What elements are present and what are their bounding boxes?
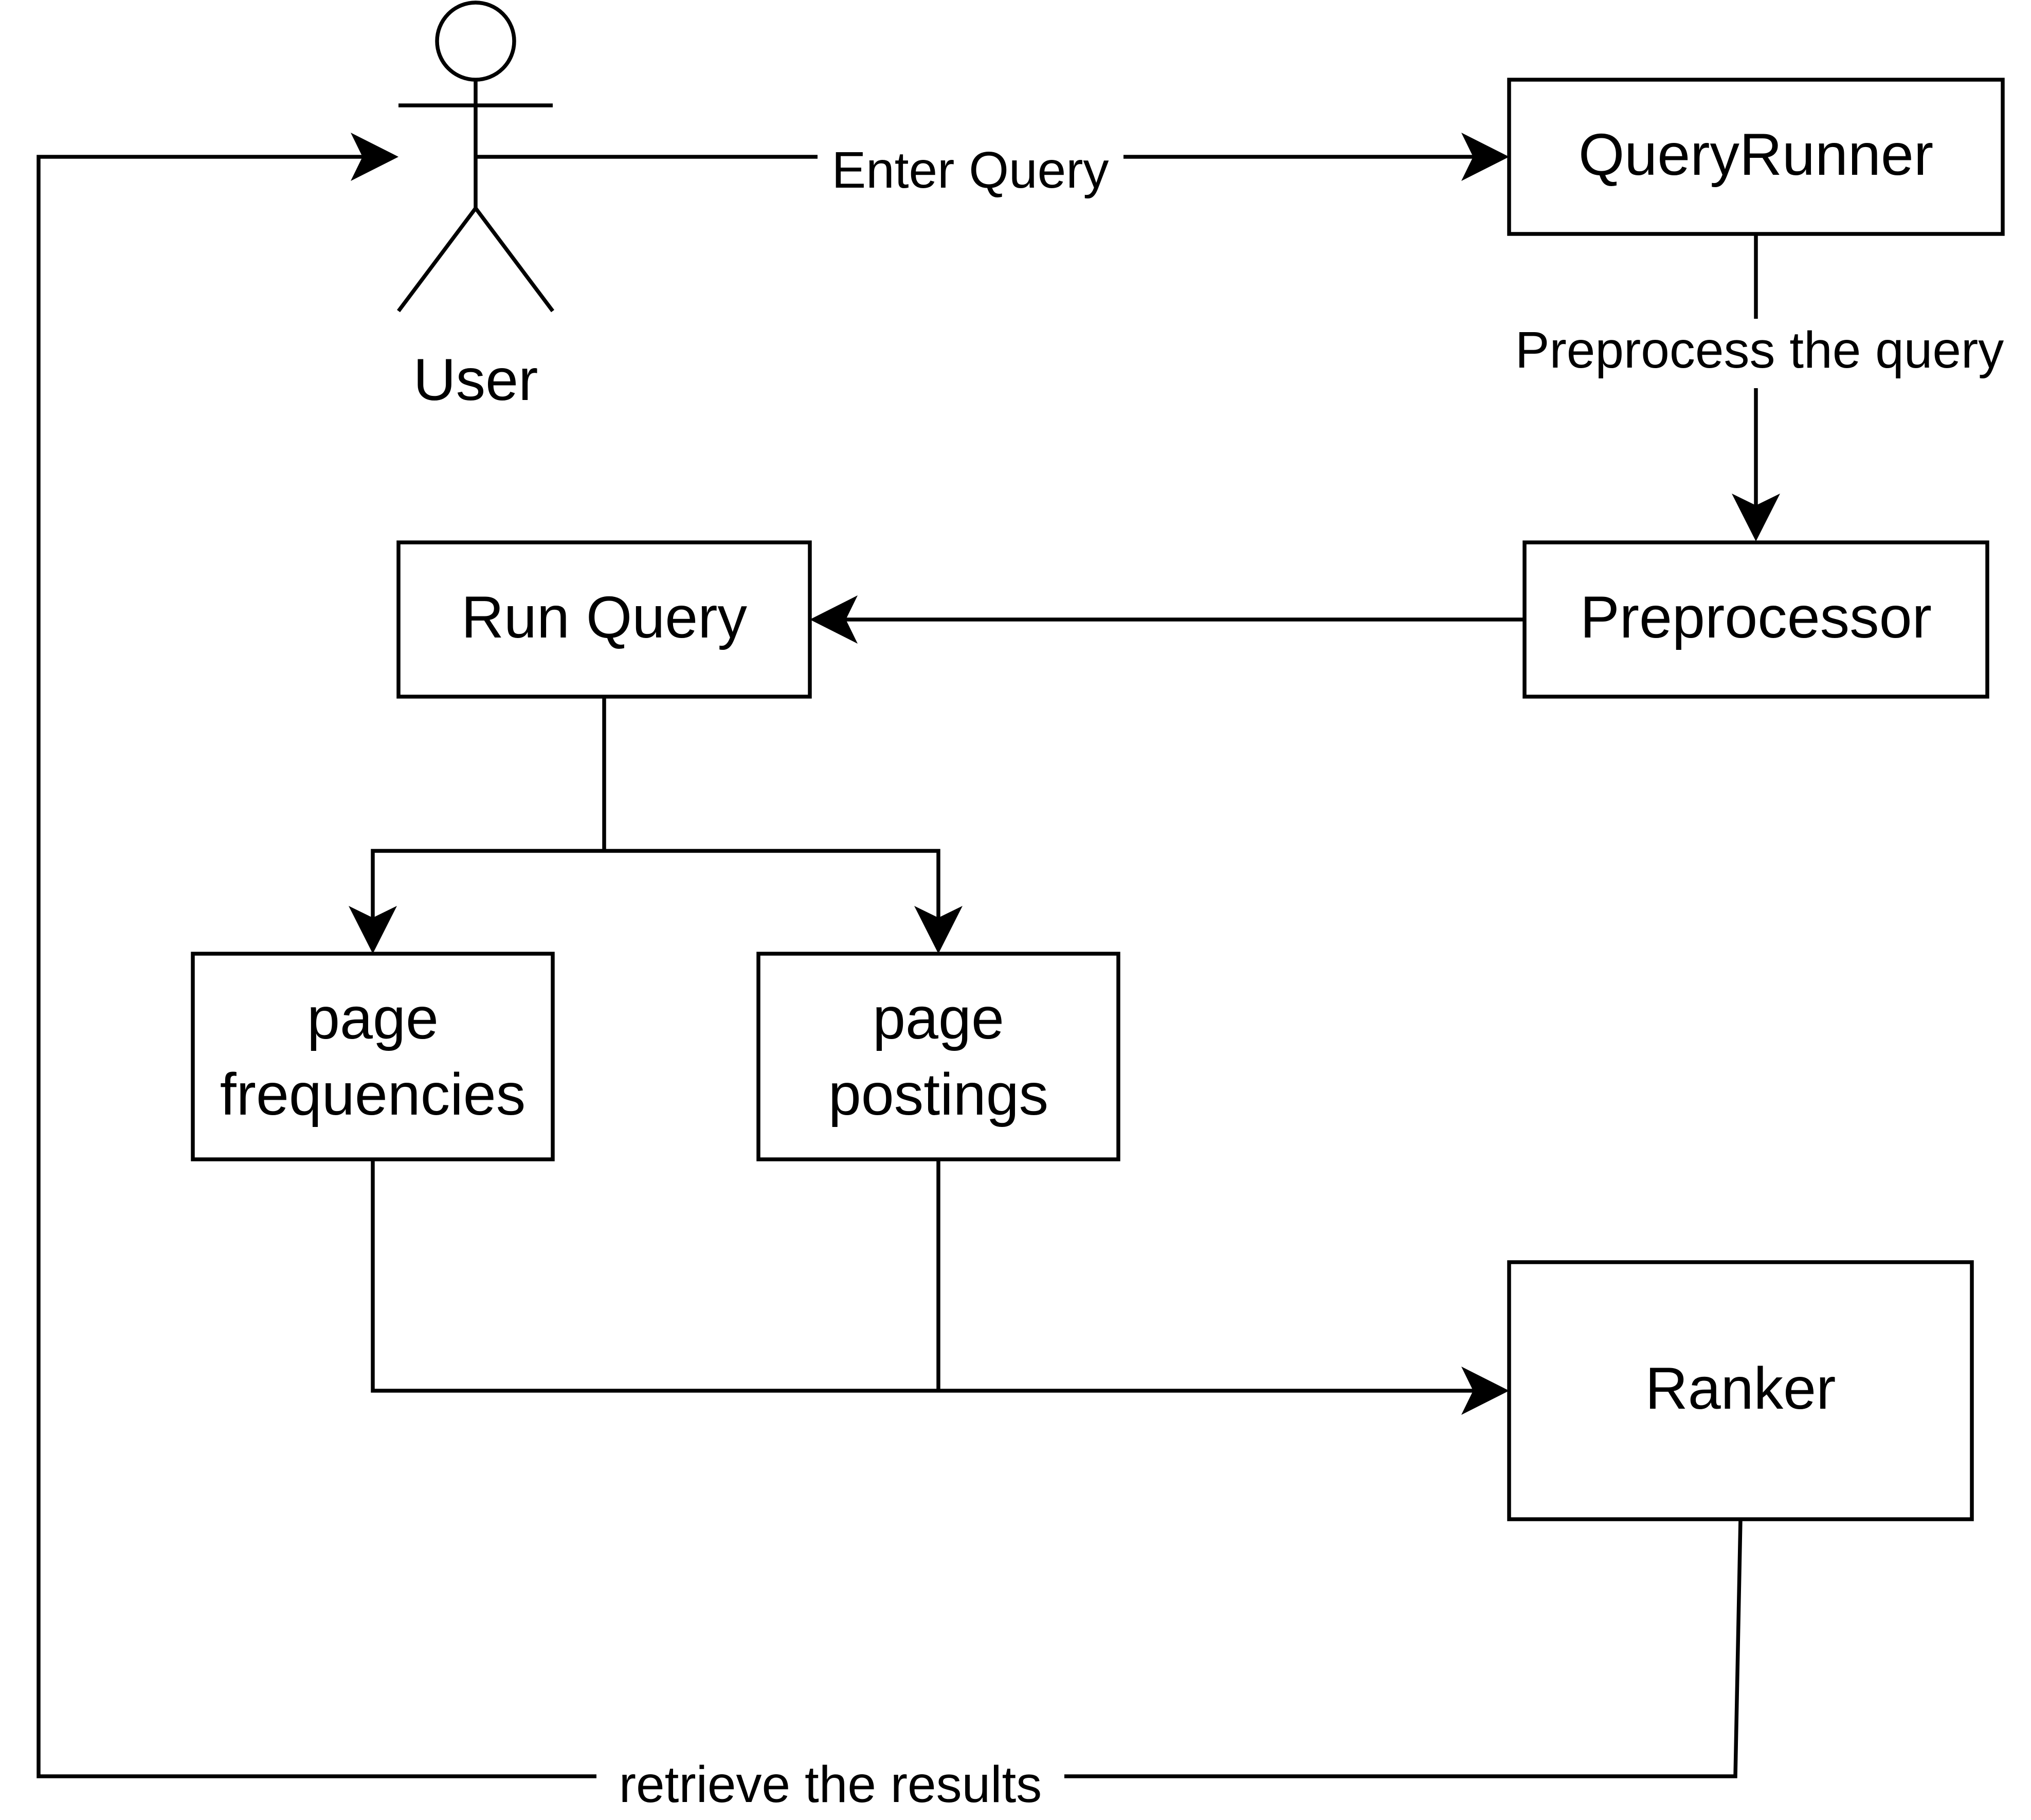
page-frequencies-label-line-1: page <box>307 986 439 1051</box>
queryrunner-box <box>1507 78 2005 236</box>
edge-retrieve-results <box>37 155 1743 1778</box>
enter-query-label: Enter Query <box>831 141 1109 199</box>
page-postings-box <box>756 952 1120 1161</box>
page-postings-label-line-1: page <box>873 986 1004 1051</box>
preprocess-query-label: Preprocess the query <box>1515 321 2004 379</box>
node-preprocessor: Preprocessor <box>1522 540 1989 699</box>
enter-query-label-bg <box>818 126 1123 195</box>
arrowhead-to-page-frequencies <box>349 906 397 954</box>
arrowhead-to-preprocessor <box>1732 494 1780 541</box>
page-frequencies-box <box>191 952 555 1161</box>
queryrunner-label: QueryRunner <box>1579 122 1933 188</box>
node-page-postings: page postings <box>756 952 1120 1161</box>
page-postings-label-line-2: postings <box>828 1062 1048 1127</box>
actor-label: User <box>413 347 538 413</box>
run-query-box <box>396 540 812 699</box>
node-ranker: Ranker <box>1507 1260 1974 1521</box>
preprocess-label-bg <box>1491 319 2031 388</box>
retrieve-label-bg <box>596 1751 1064 1815</box>
actor-left-leg <box>397 207 477 313</box>
edge-split-horizontal <box>371 849 940 945</box>
actor-right-leg <box>474 207 554 313</box>
arrowhead-to-user <box>351 133 398 181</box>
node-page-frequencies: page frequencies <box>191 952 555 1161</box>
retrieve-results-label: retrieve the results <box>619 1756 1042 1813</box>
ranker-box <box>1507 1260 1974 1521</box>
preprocessor-label: Preprocessor <box>1580 585 1932 650</box>
run-query-label: Run Query <box>461 585 748 650</box>
preprocessor-box <box>1522 540 1989 699</box>
ranker-label: Ranker <box>1645 1356 1836 1422</box>
arrowhead-to-ranker <box>1461 1367 1509 1415</box>
arrowhead-to-runquery <box>810 595 858 644</box>
user-actor <box>397 1 554 313</box>
edge-frequencies-to-ranker <box>371 1159 1481 1393</box>
actor-head <box>435 1 516 82</box>
arrowhead-to-page-postings <box>914 906 963 954</box>
node-queryrunner: QueryRunner <box>1507 78 2005 236</box>
page-frequencies-label-line-2: frequencies <box>220 1062 526 1127</box>
node-run-query: Run Query <box>396 540 812 699</box>
arrowhead-to-queryrunner <box>1461 133 1509 181</box>
